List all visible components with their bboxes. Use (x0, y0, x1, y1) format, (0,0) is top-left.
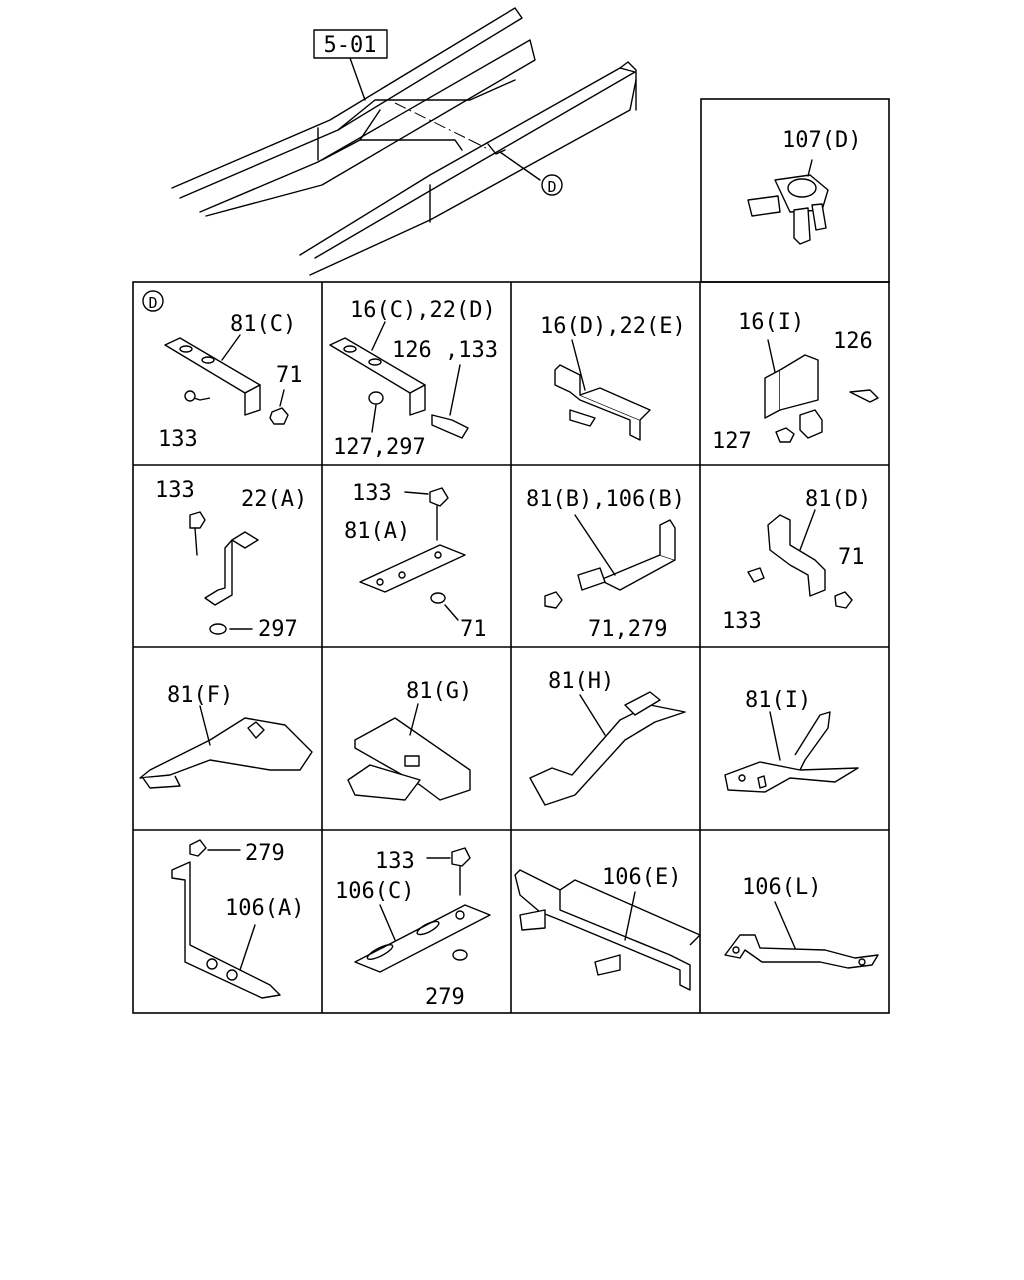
part-label: 71 (460, 617, 487, 642)
callout-text: 5-01 (324, 33, 377, 58)
detail-box-107d: 107(D) (700, 98, 890, 283)
part-label: 106(C) (335, 879, 414, 904)
part-label: 133 (722, 609, 762, 634)
part-label: 81(C) (230, 312, 296, 337)
part-label: 279 (425, 985, 465, 1010)
part-label: 81(A) (344, 519, 410, 544)
cell-106l: 106(L) (724, 875, 879, 969)
cell-81b-106b: 81(B),106(B) 71,279 (526, 487, 685, 642)
part-label: 133 (158, 427, 198, 452)
part-label: 71,279 (588, 617, 667, 642)
chassis-frame-illustration (171, 7, 637, 276)
part-label: 133 (155, 478, 195, 503)
cell-81c: 81(C) 71 133 (158, 312, 303, 452)
part-label: 107(D) (782, 128, 861, 153)
cell-22a: 133 22(A) 297 (155, 478, 307, 642)
part-label: 297 (258, 617, 298, 642)
grid-detail-marker-text: D (148, 294, 157, 312)
part-label: 71 (838, 545, 865, 570)
part-label: 127,297 (333, 435, 426, 460)
part-label: 106(A) (225, 896, 304, 921)
part-label: 106(L) (742, 875, 821, 900)
cell-81a: 133 81(A) 71 (344, 481, 487, 642)
reference-callout-5-01: 5-01 (313, 29, 388, 101)
cell-81h: 81(H) (529, 669, 686, 806)
part-label: 133 (352, 481, 392, 506)
part-label: 16(I) (738, 310, 804, 335)
part-label: 16(D),22(E) (540, 314, 686, 339)
part-label: 127 (712, 429, 752, 454)
cell-81g: 81(G) (347, 679, 472, 801)
cell-16d-22e: 16(D),22(E) (540, 314, 686, 441)
detail-marker-text: D (547, 178, 556, 196)
parts-grid (132, 281, 890, 1014)
clip-107d-drawing (747, 159, 829, 245)
cell-16i: 16(I) 126 127 (712, 310, 879, 454)
part-label: 81(H) (548, 669, 614, 694)
cell-81i: 81(I) (724, 688, 859, 793)
part-label: 81(F) (167, 683, 233, 708)
part-label: 16(C),22(D) (350, 298, 496, 323)
part-label: 81(I) (745, 688, 811, 713)
cell-16c-22d: 16(C),22(D) 126 ,133 127,297 (329, 298, 498, 460)
cell-81d: 81(D) 71 133 (722, 487, 871, 634)
part-label: 126 ,133 (392, 338, 498, 363)
part-label: 106(E) (602, 865, 681, 890)
cell-106e: 106(E) (514, 865, 701, 991)
part-label: 279 (245, 841, 285, 866)
cell-106c: 133 106(C) 279 (335, 847, 491, 1010)
detail-marker-d: D (541, 174, 563, 196)
part-label: 22(A) (241, 487, 307, 512)
part-label: 126 (833, 329, 873, 354)
part-label: 133 (375, 849, 415, 874)
part-label: 81(B),106(B) (526, 487, 685, 512)
part-label: 81(G) (406, 679, 472, 704)
cell-81f: 81(F) (139, 683, 313, 789)
part-label: 71 (276, 363, 303, 388)
cell-106a: 279 106(A) (171, 839, 304, 999)
grid-detail-marker-d: D (142, 290, 164, 312)
part-label: 81(D) (805, 487, 871, 512)
